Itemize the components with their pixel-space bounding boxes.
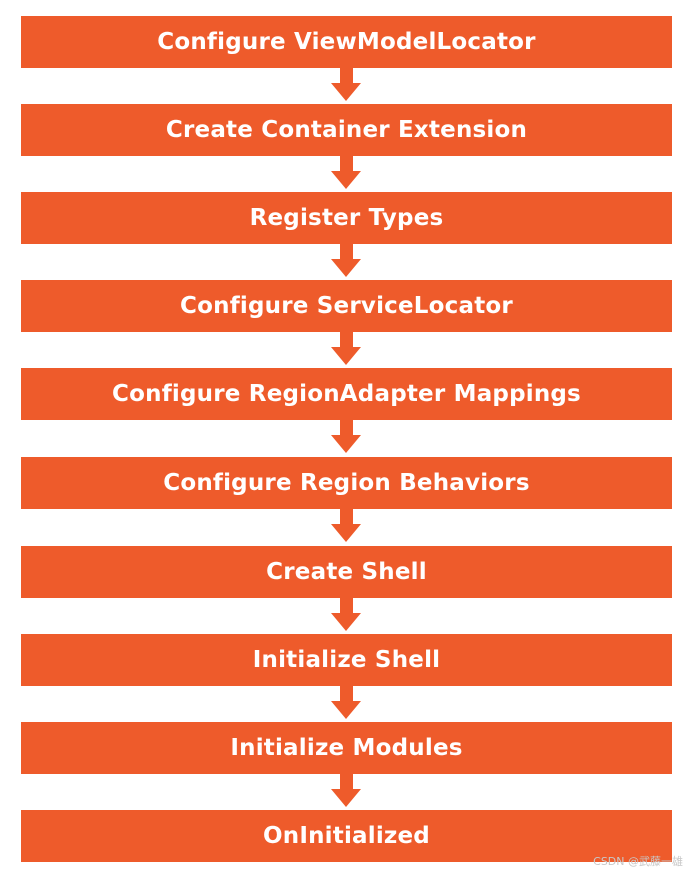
step-configure-region-behaviors: Configure Region Behaviors [21, 457, 672, 509]
down-arrow-icon [331, 332, 362, 365]
step-initialize-modules: Initialize Modules [21, 722, 672, 774]
down-arrow-icon [331, 420, 362, 453]
step-create-shell: Create Shell [21, 546, 672, 598]
down-arrow-icon [331, 598, 362, 631]
down-arrow-icon [331, 156, 362, 189]
watermark-text: CSDN @武藤一雄 [593, 855, 683, 868]
down-arrow-icon [331, 244, 362, 277]
step-configure-servicelocator: Configure ServiceLocator [21, 280, 672, 332]
step-create-container-extension: Create Container Extension [21, 104, 672, 156]
step-oninitialized: OnInitialized [21, 810, 672, 862]
step-register-types: Register Types [21, 192, 672, 244]
down-arrow-icon [331, 509, 362, 542]
step-configure-viewmodellocator: Configure ViewModelLocator [21, 16, 672, 68]
step-initialize-shell: Initialize Shell [21, 634, 672, 686]
down-arrow-icon [331, 686, 362, 719]
step-configure-regionadapter-mappings: Configure RegionAdapter Mappings [21, 368, 672, 420]
down-arrow-icon [331, 68, 362, 101]
down-arrow-icon [331, 774, 362, 807]
